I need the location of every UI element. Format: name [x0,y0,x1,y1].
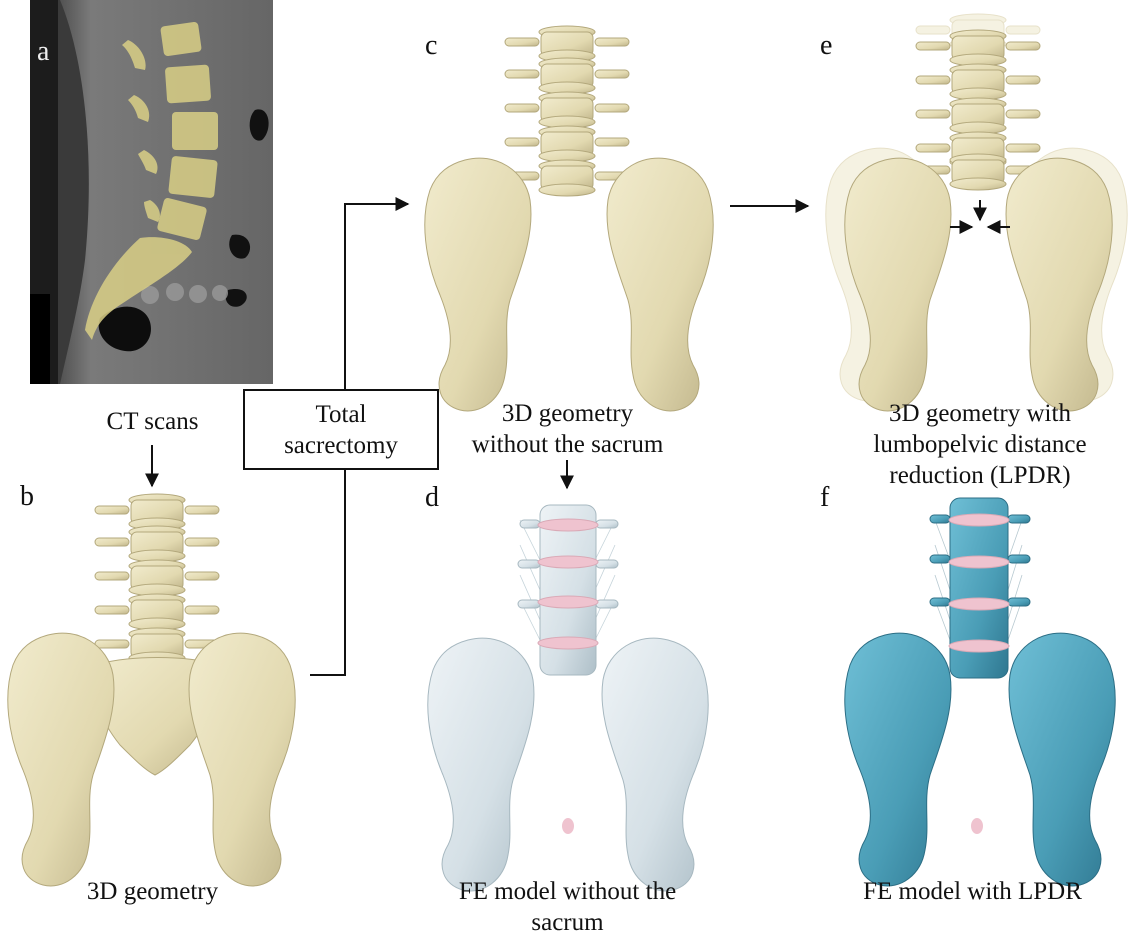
caption-d-line-1: FE model without the [430,876,705,907]
fe-model-with-lpdr [845,498,1115,886]
caption-b: 3D geometry [60,876,245,907]
panel-label-f: f [820,484,829,512]
panel-label-b: b [20,483,34,511]
ct-scans-label: CT scans [95,406,210,437]
caption-e: 3D geometry with lumbopelvic distance re… [855,398,1105,491]
geometry-3d-with-sacrum [8,494,295,886]
total-sacrectomy-box: Total sacrectomy [243,389,439,470]
panel-label-a: a [37,38,49,66]
ct-scan-image [30,0,273,384]
panel-label-c: c [425,32,437,60]
panel-label-e: e [820,32,832,60]
caption-f: FE model with LPDR [845,876,1100,907]
geometry-3d-without-sacrum [425,26,713,411]
lpdr-arrows [950,200,1010,227]
caption-e-line-2: lumbopelvic distance [855,429,1105,460]
caption-c-line-1: 3D geometry [470,398,665,429]
caption-e-line-1: 3D geometry with [855,398,1105,429]
caption-d-line-2: sacrum [430,907,705,938]
panel-label-d: d [425,484,439,512]
fe-model-without-sacrum [428,505,708,891]
caption-c: 3D geometry without the sacrum [470,398,665,460]
box-line-2: sacrectomy [245,430,437,461]
geometry-3d-with-lpdr [826,14,1127,411]
box-line-1: Total [245,399,437,430]
caption-d: FE model without the sacrum [430,876,705,938]
caption-c-line-2: without the sacrum [470,429,665,460]
caption-e-line-3: reduction (LPDR) [855,460,1105,491]
